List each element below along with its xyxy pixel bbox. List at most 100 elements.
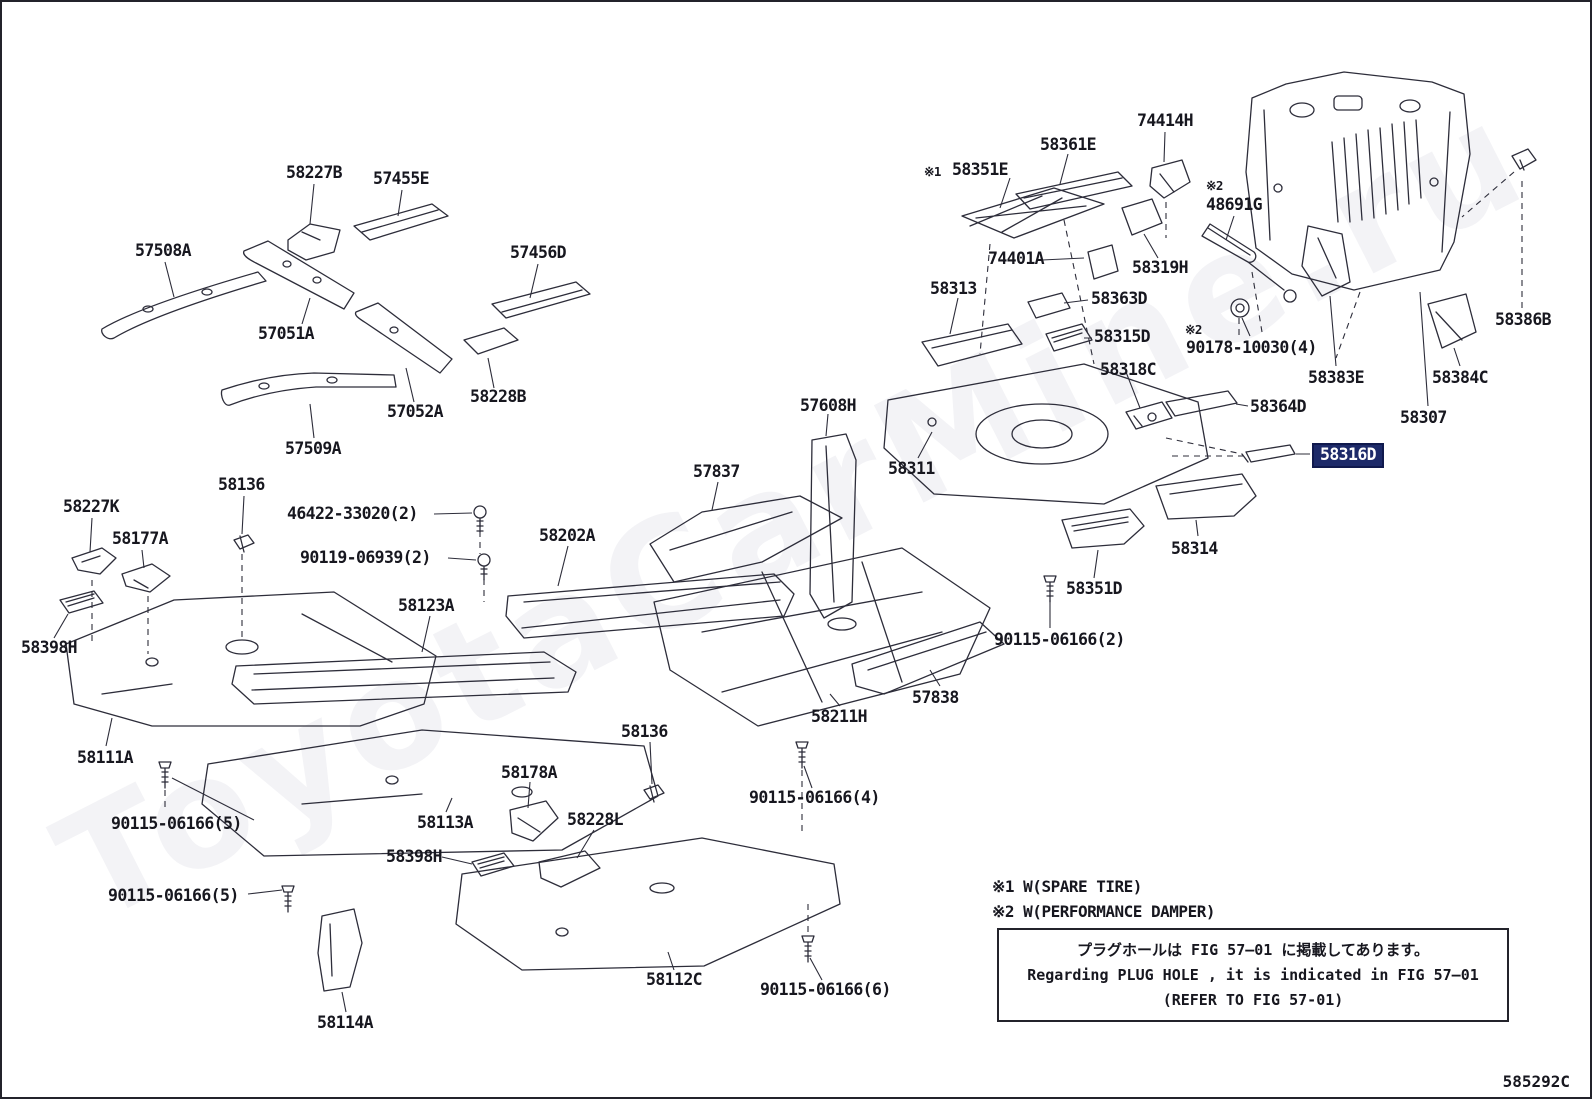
part-label-58111A[interactable]: 58111A	[77, 748, 134, 767]
part-label-90115-06166-5a[interactable]: 90115-06166(5)	[111, 814, 242, 833]
part-drawing-58386B	[1511, 148, 1537, 171]
part-drawing-46422-bolt	[473, 505, 487, 533]
part-label-57838[interactable]: 57838	[912, 688, 959, 707]
screw-90115-6	[801, 935, 815, 963]
part-drawing-58361E	[1015, 171, 1133, 210]
footnote-spare-tire: ※1 W(SPARE TIRE)	[992, 877, 1142, 896]
part-drawing-57838	[851, 621, 1005, 695]
part-drawing-74414H	[1149, 159, 1191, 199]
part-label-58178A[interactable]: 58178A	[501, 763, 558, 782]
part-label-58228B[interactable]: 58228B	[470, 387, 527, 406]
part-label-90115-06166-6[interactable]: 90115-06166(6)	[760, 980, 891, 999]
part-label-57509A[interactable]: 57509A	[285, 439, 342, 458]
part-drawing-58313	[921, 323, 1023, 367]
part-drawing-58384C	[1427, 293, 1477, 349]
part-label-58386B[interactable]: 58386B	[1495, 310, 1552, 329]
part-drawing-58398H-front	[59, 590, 104, 614]
leader-lines	[53, 131, 1461, 1013]
part-label-57456D[interactable]: 57456D	[510, 243, 567, 262]
part-label-58364D[interactable]: 58364D	[1250, 397, 1307, 416]
part-drawing-58177A	[121, 563, 171, 593]
part-drawing-90119-bolt	[477, 553, 491, 581]
part-label-58112C[interactable]: 58112C	[646, 970, 703, 989]
part-drawing-57052A	[354, 302, 453, 374]
part-drawing-57608H	[809, 433, 857, 619]
part-label-58211H[interactable]: 58211H	[811, 707, 868, 726]
part-label-58319H[interactable]: 58319H	[1132, 258, 1189, 277]
part-label-46422-33020[interactable]: 46422-33020(2)	[287, 504, 418, 523]
part-drawing-58202A	[505, 573, 795, 639]
plug-hole-note-box: プラグホールは FIG 57—01 に掲載してあります。 Regarding P…	[997, 928, 1509, 1023]
part-label-58351D[interactable]: 58351D	[1066, 579, 1123, 598]
part-label-57051A[interactable]: 57051A	[258, 324, 315, 343]
part-drawing-48691G-damper	[1201, 223, 1297, 303]
part-drawing-58228L	[538, 850, 601, 888]
part-label-90119-06939[interactable]: 90119-06939(2)	[300, 548, 431, 567]
part-label-57837[interactable]: 57837	[693, 462, 740, 481]
part-drawing-58311	[883, 363, 1209, 505]
part-label-90178-10030[interactable]: 90178-10030(4)	[1186, 338, 1317, 357]
part-label-58351E[interactable]: 58351E	[952, 160, 1009, 179]
part-label-58202A[interactable]: 58202A	[539, 526, 596, 545]
part-label-58227B[interactable]: 58227B	[286, 163, 343, 182]
part-drawing-58136-rear	[643, 784, 665, 803]
part-label-58398H-a[interactable]: 58398H	[21, 638, 78, 657]
part-label-58315D[interactable]: 58315D	[1094, 327, 1151, 346]
screw-90115-2	[1043, 575, 1057, 603]
part-drawing-58318C	[1125, 401, 1173, 430]
part-label-58114A[interactable]: 58114A	[317, 1013, 374, 1032]
part-drawing-58315D	[1045, 323, 1093, 352]
part-label-58361E[interactable]: 58361E	[1040, 135, 1097, 154]
part-label-58363D[interactable]: 58363D	[1091, 289, 1148, 308]
screw-90115-4	[795, 741, 809, 769]
part-drawing-58136-front	[233, 534, 255, 553]
part-drawing-58351D	[1061, 508, 1145, 549]
part-drawing-57456D	[491, 281, 591, 319]
part-label-90115-06166-4[interactable]: 90115-06166(4)	[749, 788, 880, 807]
part-drawing-58319H	[1121, 198, 1163, 236]
part-label-58383E[interactable]: 58383E	[1308, 368, 1365, 387]
part-label-58318C[interactable]: 58318C	[1100, 360, 1157, 379]
part-label-58228L[interactable]: 58228L	[567, 810, 624, 829]
part-label-74414H[interactable]: 74414H	[1137, 111, 1194, 130]
part-drawing-90178-grommet	[1230, 298, 1250, 318]
part-label-58123A[interactable]: 58123A	[398, 596, 455, 615]
part-label-58136-b[interactable]: 58136	[621, 722, 668, 741]
part-label-58227K[interactable]: 58227K	[63, 497, 120, 516]
part-drawing-58363D	[1027, 292, 1071, 319]
footnote-performance-damper: ※2 W(PERFORMANCE DAMPER)	[992, 902, 1215, 921]
part-label-74401A[interactable]: 74401A	[988, 249, 1045, 268]
part-drawing-58307	[1245, 71, 1471, 291]
part-label-58313[interactable]: 58313	[930, 279, 977, 298]
part-label-57052A[interactable]: 57052A	[387, 402, 444, 421]
part-label-58113A[interactable]: 58113A	[417, 813, 474, 832]
plug-note-jp: プラグホールは FIG 57—01 に掲載してあります。	[1077, 941, 1429, 959]
part-label-57608H[interactable]: 57608H	[800, 396, 857, 415]
part-label-57455E[interactable]: 57455E	[373, 169, 430, 188]
part-label-58314[interactable]: 58314	[1171, 539, 1218, 558]
part-label-58316D-highlighted[interactable]: 58316D	[1312, 443, 1385, 468]
part-label-58398H-b[interactable]: 58398H	[386, 847, 443, 866]
part-drawing-58314	[1155, 473, 1257, 520]
part-drawing-58178A	[509, 800, 559, 842]
part-drawing-58383E	[1301, 225, 1351, 297]
part-drawing-58123A	[231, 651, 577, 705]
footnote-mark-1: ※1	[924, 164, 941, 179]
plug-note-en: Regarding PLUG HOLE , it is indicated in…	[1027, 965, 1479, 984]
part-label-90115-06166-5b[interactable]: 90115-06166(5)	[108, 886, 239, 905]
part-label-90115-06166-2[interactable]: 90115-06166(2)	[994, 630, 1125, 649]
part-label-58136-a[interactable]: 58136	[218, 475, 265, 494]
part-label-58311[interactable]: 58311	[888, 459, 935, 478]
part-label-48691G[interactable]: 48691G	[1206, 195, 1263, 214]
part-drawing-58211H	[653, 547, 991, 727]
part-label-58307[interactable]: 58307	[1400, 408, 1447, 427]
part-drawing-58228B	[463, 327, 519, 355]
part-label-58384C[interactable]: 58384C	[1432, 368, 1489, 387]
part-label-57508A[interactable]: 57508A	[135, 241, 192, 260]
part-label-58177A[interactable]: 58177A	[112, 529, 169, 548]
part-drawing-58351E	[961, 187, 1105, 239]
part-drawing-58316D	[1241, 444, 1296, 463]
figure-code: 585292C	[1502, 1072, 1570, 1091]
